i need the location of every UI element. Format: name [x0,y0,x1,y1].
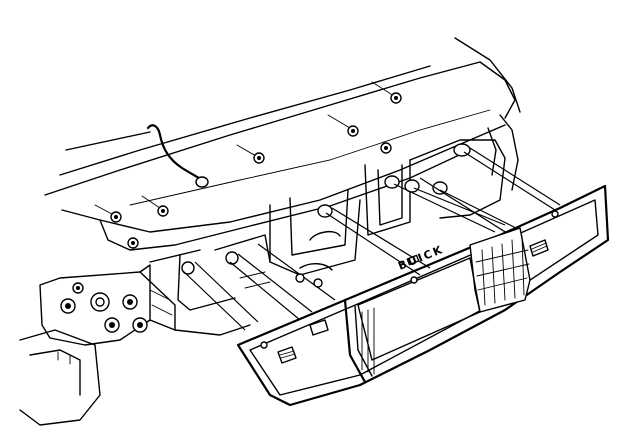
left-quarter-bracket [19,264,251,426]
harness-grommet-icon [195,176,209,188]
rear-lamp-assembly: BUICK [236,184,610,407]
rear-body-panel [149,139,506,311]
trunk-lid-panel [44,37,521,251]
upper-nut-set [94,81,402,249]
right-quarter-edge [487,114,519,191]
wiring-harness [146,124,209,188]
alignment-studs [181,147,561,331]
